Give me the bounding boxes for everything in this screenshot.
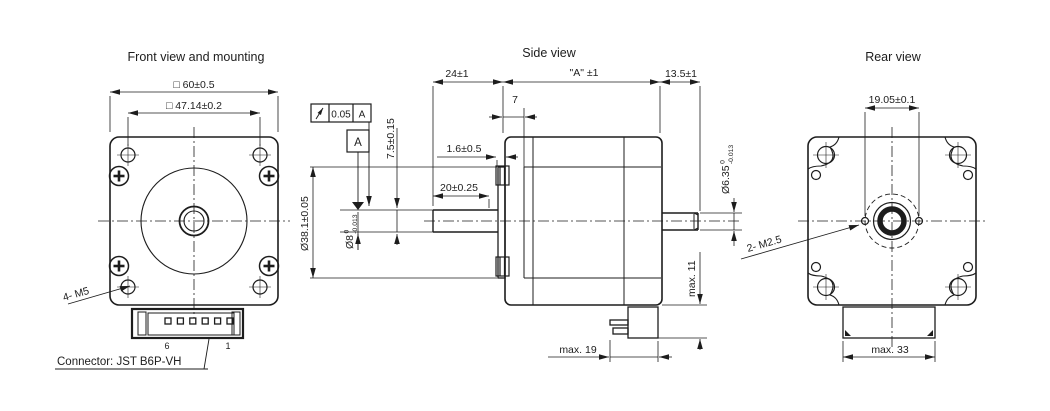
circular-runout-icon bbox=[315, 107, 324, 120]
dim-rear-holes: 19.05±0.1 bbox=[864, 94, 920, 216]
dim-connector-height-text: max. 11 bbox=[686, 260, 698, 297]
shaft-extension-lines bbox=[340, 209, 433, 233]
dim-flat-height: 7.5±0.15 bbox=[385, 118, 400, 245]
dim-front-body-width-text: □ 60±0.5 bbox=[173, 79, 214, 91]
rear-shaft bbox=[662, 212, 699, 231]
rear-view: Rear view bbox=[740, 50, 986, 362]
rear-motor-body bbox=[807, 136, 977, 306]
dim-rear-connector-width: max. 33 bbox=[842, 341, 936, 362]
dim-side-lengths: 24±1 "A" ±1 13.5±1 bbox=[432, 67, 701, 211]
dim-flat-length-text: 20±0.25 bbox=[440, 182, 478, 194]
dim-rear-shaft-diameter-text: Ø6.350-0.013 bbox=[720, 145, 736, 194]
front-shaft-inner bbox=[183, 210, 205, 232]
rear-centerlines bbox=[798, 127, 986, 349]
callout-rear-holes: 2- M2.5 bbox=[740, 224, 860, 260]
dim-shaft-diameter-text: Ø80-0.013 bbox=[344, 214, 360, 249]
callout-mount-holes: 4- M5 bbox=[62, 285, 131, 305]
pin-1-label: 1 bbox=[225, 341, 230, 351]
front-connector: 6 1 bbox=[130, 307, 245, 351]
datum-a-flag: A bbox=[346, 129, 370, 210]
dim-flat-height-text: 7.5±0.15 bbox=[385, 118, 397, 159]
rear-connector bbox=[842, 306, 936, 339]
front-view-title: Front view and mounting bbox=[128, 50, 265, 64]
dim-rear-shaft-length-text: 13.5±1 bbox=[665, 68, 697, 80]
dim-flat-length: 20±0.25 bbox=[433, 182, 490, 208]
runout-control-frame: 0.05 A bbox=[310, 103, 372, 206]
front-shaft bbox=[432, 209, 498, 233]
connector-callout: Connector: JST B6P-VH bbox=[55, 338, 210, 370]
datum-a-flag-text: A bbox=[354, 137, 362, 149]
callout-rear-holes-text: 2- M2.5 bbox=[746, 233, 784, 254]
dim-rear-shaft-diameter: Ø6.350-0.013 bbox=[700, 145, 742, 246]
dim-connector-length: max. 19 bbox=[548, 340, 672, 362]
runout-datum-text: A bbox=[359, 110, 366, 121]
dim-front-hole-spacing-text: □ 47.14±0.2 bbox=[166, 100, 222, 112]
front-shaft-outer bbox=[178, 205, 210, 237]
dim-pilot-depth-text: 7 bbox=[512, 94, 518, 106]
pin-6-label: 6 bbox=[164, 341, 169, 351]
rear-shaft-end bbox=[860, 193, 924, 249]
side-view: Side view bbox=[299, 46, 742, 362]
front-view: Front view and mounting bbox=[55, 50, 290, 370]
front-centerlines bbox=[98, 127, 290, 318]
dim-boss-height-text: 1.6±0.5 bbox=[447, 143, 482, 155]
side-flange-screws bbox=[495, 165, 510, 277]
dim-connector-height: max. 11 bbox=[658, 252, 707, 350]
connector-callout-text: Connector: JST B6P-VH bbox=[57, 356, 181, 368]
side-view-title: Side view bbox=[522, 46, 576, 60]
front-pilot-circle bbox=[140, 167, 248, 275]
dim-rear-holes-text: 19.05±0.1 bbox=[869, 94, 916, 106]
runout-tolerance-text: 0.05 bbox=[331, 110, 351, 121]
dim-body-length-text: "A" ±1 bbox=[570, 67, 599, 79]
dim-rear-connector-width-text: max. 33 bbox=[871, 344, 909, 356]
pilot-boss bbox=[497, 166, 506, 279]
dim-connector-length-text: max. 19 bbox=[559, 344, 597, 356]
rear-bolt-circle bbox=[864, 193, 920, 249]
dim-pilot-diameter-text: Ø38.1±0.05 bbox=[299, 196, 311, 251]
rear-corner-holes bbox=[813, 142, 971, 300]
dim-shaft-diameter: Ø80-0.013 bbox=[344, 212, 361, 250]
front-flange-screws bbox=[108, 165, 280, 277]
dim-front-hole-spacing: □ 47.14±0.2 bbox=[127, 100, 261, 146]
rear-small-holes bbox=[810, 169, 974, 273]
rear-view-title: Rear view bbox=[865, 50, 922, 64]
dim-pilot-depth: 7 bbox=[489, 94, 537, 170]
front-motor-body bbox=[109, 136, 279, 306]
callout-mount-holes-text: 4- M5 bbox=[62, 285, 91, 304]
dim-pilot-diameter: Ø38.1±0.05 bbox=[299, 166, 497, 279]
dim-shaft-length-text: 24±1 bbox=[445, 68, 468, 80]
dim-front-body-width: □ 60±0.5 bbox=[109, 79, 279, 132]
side-connector bbox=[609, 306, 659, 339]
connector-pins bbox=[164, 317, 234, 325]
dim-boss-height: 1.6±0.5 bbox=[437, 143, 518, 166]
rear-corner-tabs bbox=[807, 136, 977, 306]
side-motor-body bbox=[495, 136, 663, 306]
